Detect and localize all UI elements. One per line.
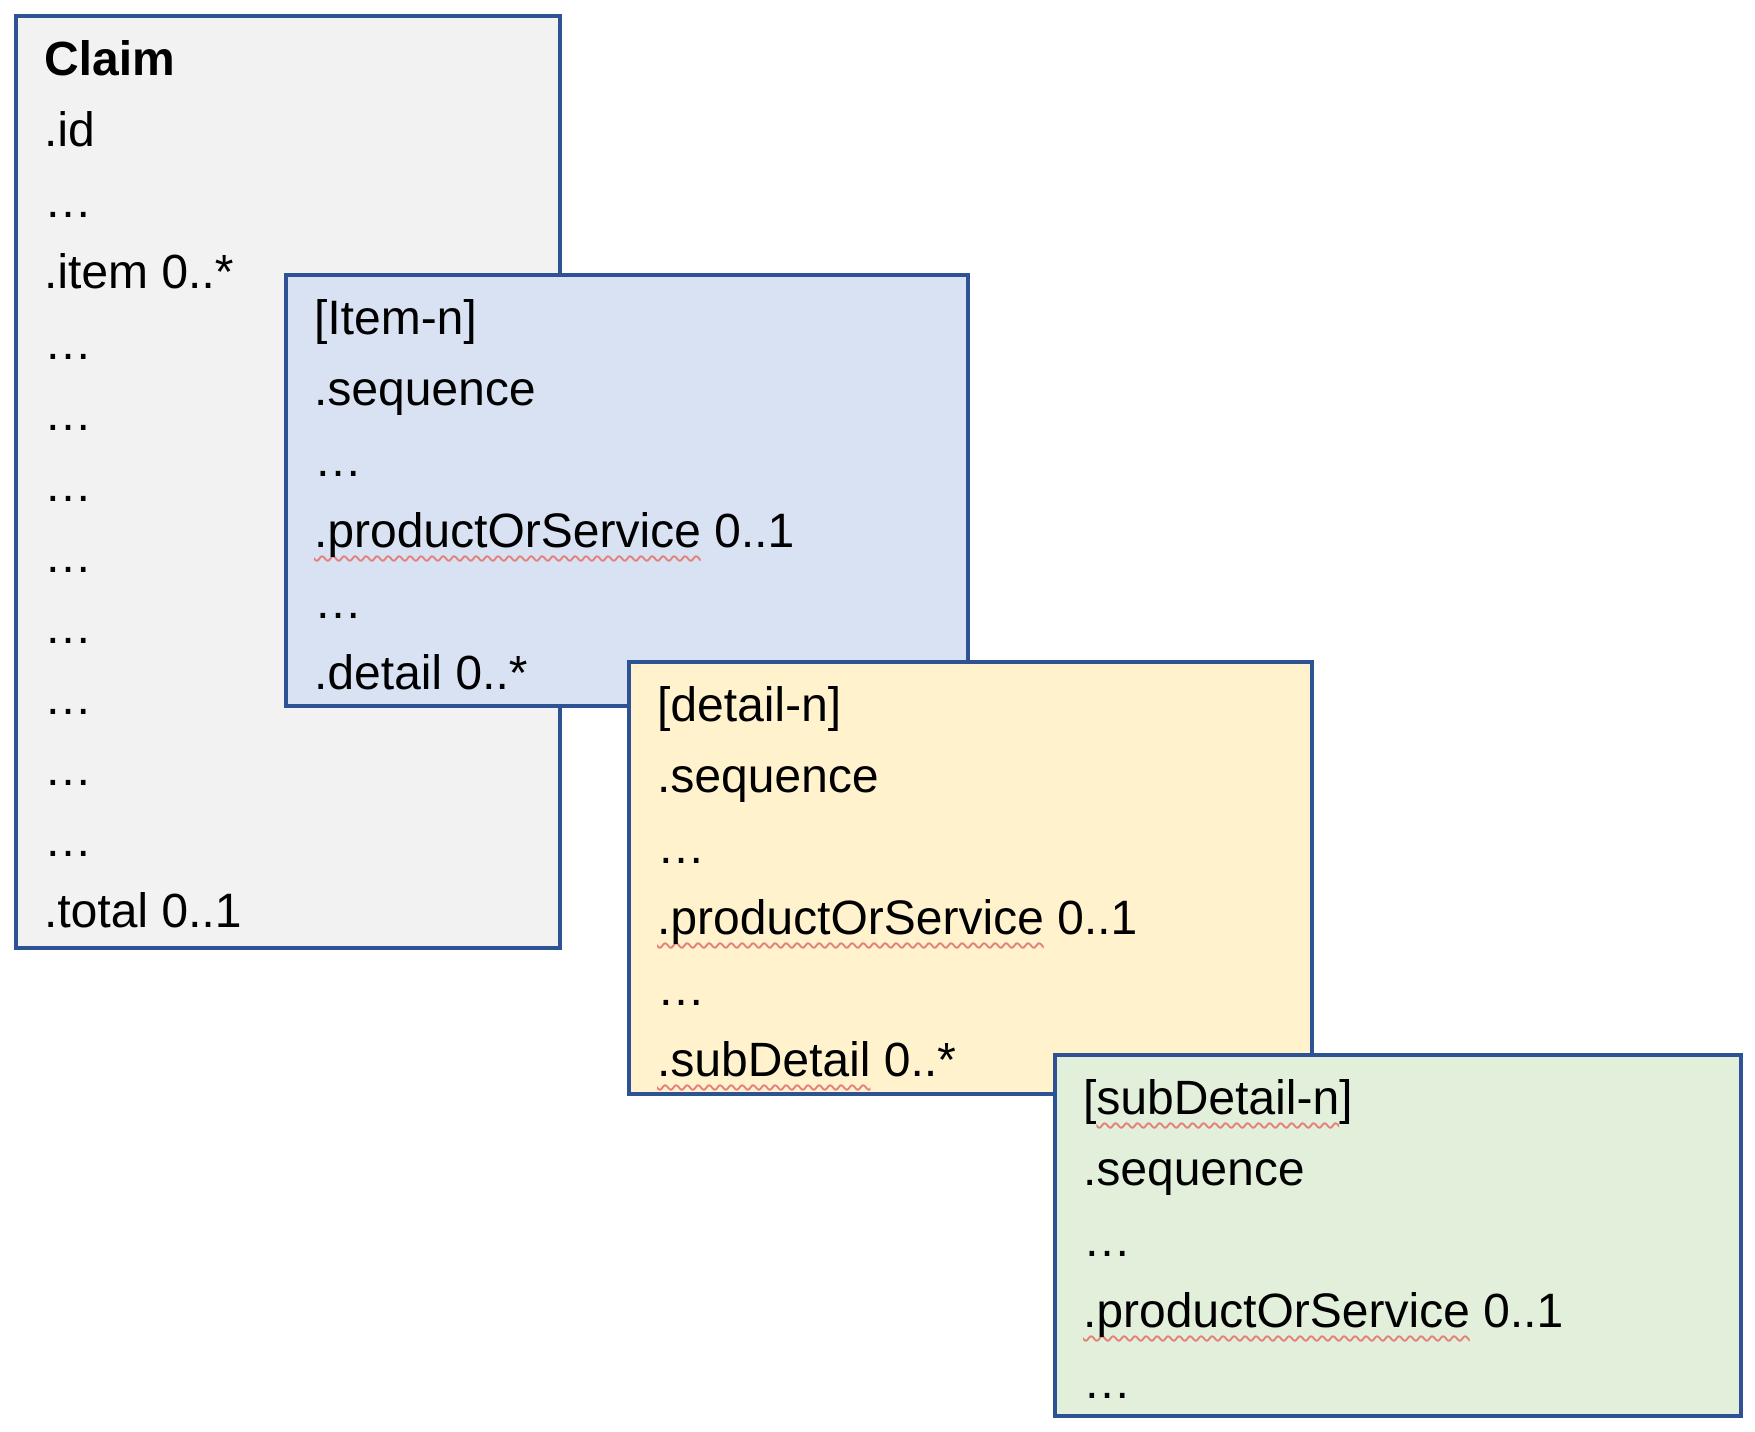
item-box: [Item-n] .sequence … .productOrService 0..1… bbox=[284, 273, 970, 708]
text-segment: … bbox=[44, 459, 92, 512]
ellipsis-row: … bbox=[314, 567, 956, 638]
field-productOrService: .productOrService 0..1 bbox=[657, 883, 1300, 954]
text-segment: .total 0..1 bbox=[44, 885, 242, 938]
ellipsis-row: … bbox=[314, 425, 956, 496]
ellipsis-row: … bbox=[44, 734, 548, 805]
text-segment: .productOrService bbox=[1083, 1285, 1470, 1338]
text-segment: … bbox=[44, 814, 92, 867]
ellipsis-row: … bbox=[44, 805, 548, 876]
box-title: Claim bbox=[44, 24, 548, 95]
text-segment: 0..1 bbox=[1043, 892, 1138, 945]
text-segment: 0..1 bbox=[700, 505, 795, 558]
item-title: [Item-n] bbox=[314, 292, 477, 345]
text-segment: … bbox=[657, 963, 705, 1016]
ellipsis-row: … bbox=[1083, 1205, 1729, 1276]
text-segment: … bbox=[44, 388, 92, 441]
text-segment: 0..* bbox=[870, 1034, 956, 1087]
text-segment: … bbox=[1083, 1356, 1131, 1409]
field-detail: .detail 0..* bbox=[314, 638, 956, 709]
text-segment: .productOrService bbox=[314, 505, 701, 558]
text-segment: … bbox=[44, 743, 92, 796]
field-subDetail: .subDetail 0..* bbox=[657, 1025, 1300, 1096]
field-item: .item 0..* bbox=[44, 237, 548, 308]
text-segment: .sequence bbox=[1083, 1143, 1305, 1196]
field-productOrService: .productOrService 0..1 bbox=[1083, 1276, 1729, 1347]
subdetail-title: subDetail-n bbox=[1096, 1072, 1340, 1125]
text-segment: [ bbox=[1083, 1072, 1097, 1125]
text-segment: … bbox=[1083, 1214, 1131, 1267]
ellipsis-row: … bbox=[44, 663, 548, 734]
text-segment: … bbox=[314, 434, 362, 487]
field-productOrService: .productOrService 0..1 bbox=[314, 496, 956, 567]
ellipsis-row: … bbox=[657, 954, 1300, 1025]
detail-title: [detail-n] bbox=[657, 679, 842, 732]
ellipsis-row: … bbox=[44, 592, 548, 663]
claim-title: Claim bbox=[44, 33, 175, 86]
ellipsis-row: … bbox=[44, 521, 548, 592]
text-segment: .productOrService bbox=[657, 892, 1044, 945]
text-segment: … bbox=[44, 601, 92, 654]
subdetail-box: [subDetail-n] .sequence … .productOrService… bbox=[1053, 1053, 1743, 1418]
ellipsis-row: … bbox=[44, 166, 548, 237]
text-segment: … bbox=[314, 576, 362, 629]
detail-box: [detail-n] .sequence … .productOrService 0.… bbox=[627, 660, 1314, 1096]
text-segment: … bbox=[44, 530, 92, 583]
box-title: [subDetail-n] bbox=[1083, 1063, 1729, 1134]
text-segment: ] bbox=[1339, 1072, 1353, 1125]
ellipsis-row: … bbox=[657, 812, 1300, 883]
field-sequence: .sequence bbox=[314, 354, 956, 425]
ellipsis-row: … bbox=[1083, 1347, 1729, 1418]
ellipsis-row: … bbox=[44, 379, 548, 450]
field-sequence: .sequence bbox=[1083, 1134, 1729, 1205]
ellipsis-row: … bbox=[44, 450, 548, 521]
ellipsis-row: … bbox=[44, 308, 548, 379]
text-segment: … bbox=[657, 821, 705, 874]
box-title: [Item-n] bbox=[314, 283, 956, 354]
text-segment: .sequence bbox=[314, 363, 536, 416]
text-segment: … bbox=[44, 175, 92, 228]
text-segment: .detail 0..* bbox=[314, 647, 528, 700]
field-id: .id bbox=[44, 95, 548, 166]
text-segment: .subDetail bbox=[657, 1034, 871, 1087]
text-segment: … bbox=[44, 672, 92, 725]
text-segment: … bbox=[44, 317, 92, 370]
box-title: [detail-n] bbox=[657, 670, 1300, 741]
field-sequence: .sequence bbox=[657, 741, 1300, 812]
field-total: .total 0..1 bbox=[44, 876, 548, 947]
text-segment: 0..1 bbox=[1469, 1285, 1564, 1338]
text-segment: .item 0..* bbox=[44, 246, 234, 299]
text-segment: .sequence bbox=[657, 750, 879, 803]
text-segment: .id bbox=[44, 104, 95, 157]
